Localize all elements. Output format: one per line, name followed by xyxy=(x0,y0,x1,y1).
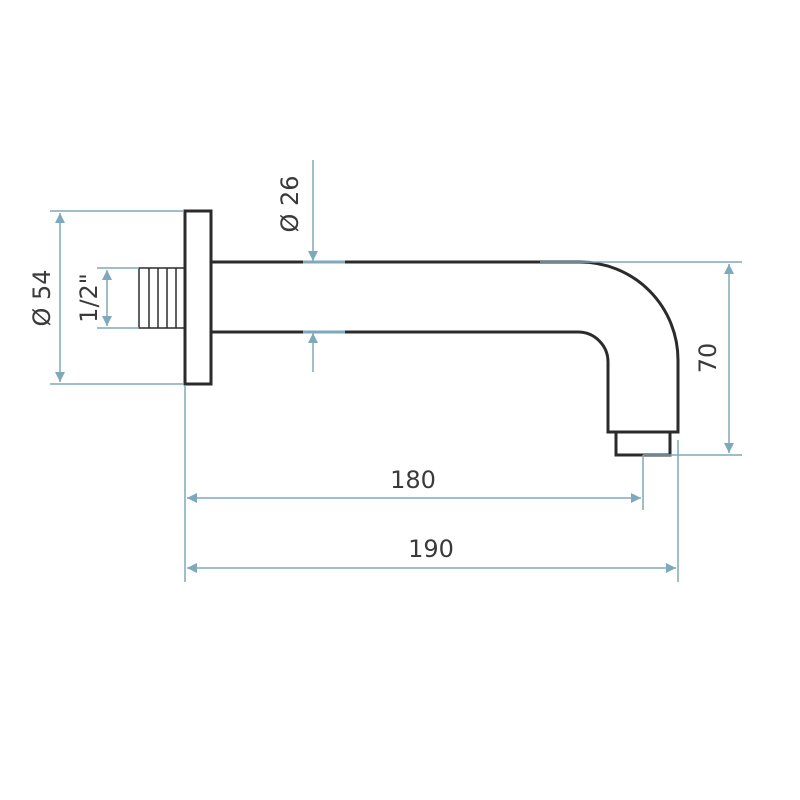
projection-total-label: 190 xyxy=(408,535,454,563)
thread-connector xyxy=(138,267,186,329)
wall-flange xyxy=(183,209,213,386)
pipe-diameter-label: Ø 26 xyxy=(276,175,304,232)
height-label: 70 xyxy=(694,343,722,374)
spout-outline xyxy=(138,209,680,457)
thread-size-label: 1/2" xyxy=(75,273,103,323)
dimension-lines xyxy=(50,160,742,582)
outlet-aerator xyxy=(614,430,672,457)
projection-outlet-label: 180 xyxy=(390,466,436,494)
flange-diameter-label: Ø 54 xyxy=(28,269,56,326)
pipe-body xyxy=(211,260,680,434)
dimension-labels: Ø 54 1/2" Ø 26 70 180 190 xyxy=(28,175,722,563)
